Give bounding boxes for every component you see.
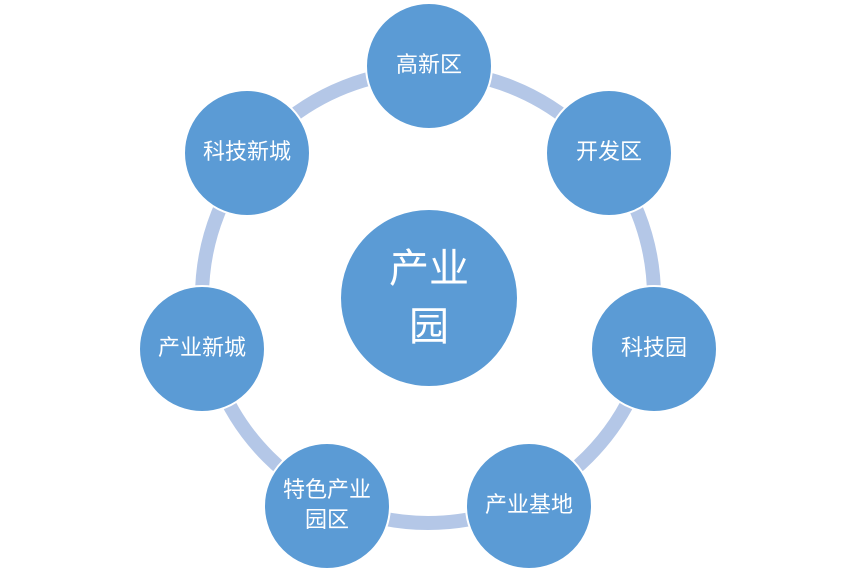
node-chanye-xincheng: 产业新城 xyxy=(138,285,266,413)
center-node: 产业园 xyxy=(339,208,519,388)
node-gaoxinqu: 高新区 xyxy=(365,2,493,130)
node-label: 科技新城 xyxy=(202,140,291,165)
node-label: 高新区 xyxy=(395,53,462,78)
center-node-label: 产业园 xyxy=(389,246,469,350)
node-label: 产业新城 xyxy=(157,336,246,361)
node-label: 特色产业园区 xyxy=(283,478,372,533)
node-label: 产业基地 xyxy=(484,493,573,518)
node-label: 科技园 xyxy=(620,336,687,361)
node-kejiyuan: 科技园 xyxy=(590,285,718,413)
node-label: 开发区 xyxy=(575,140,642,165)
node-chanye-jidi: 产业基地 xyxy=(465,442,593,570)
node-keji-xincheng: 科技新城 xyxy=(183,89,311,217)
node-tese-chanye-yuanqu: 特色产业园区 xyxy=(263,442,391,570)
node-kaifaqu: 开发区 xyxy=(545,89,673,217)
